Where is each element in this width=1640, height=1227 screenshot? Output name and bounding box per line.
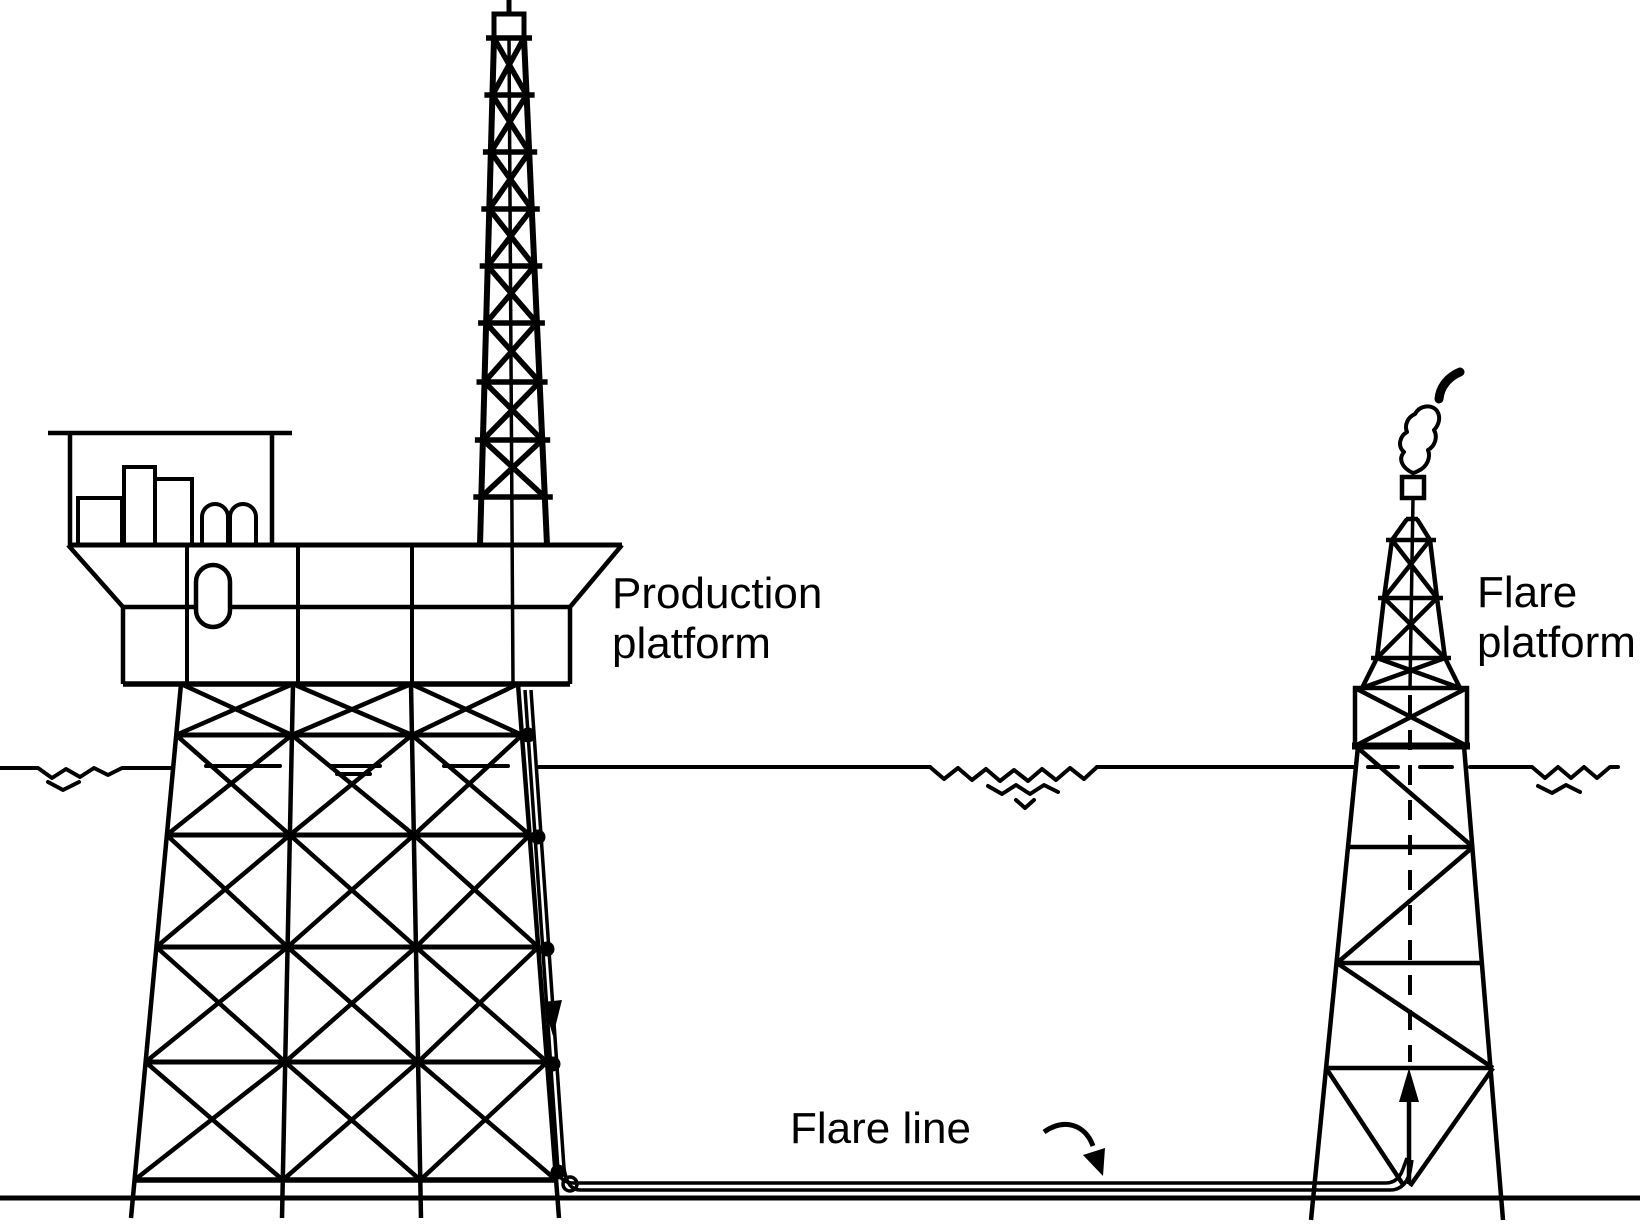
derrick-x-bracing xyxy=(479,36,547,500)
flare-line-label: Flare line xyxy=(790,1104,971,1153)
flare-tower-base xyxy=(1308,745,1506,1221)
dome-tank-2 xyxy=(228,502,258,545)
jacket-leg-4 xyxy=(515,683,562,1219)
flare-base-diag-4 xyxy=(1324,1066,1406,1188)
production-deck xyxy=(66,542,624,687)
flare-line-annotation-arrow xyxy=(1042,1122,1105,1176)
smoke-wisp-icon xyxy=(1434,367,1465,404)
derrick-leg-left xyxy=(477,37,497,546)
production-platform xyxy=(48,0,1414,1219)
deck-slope-right xyxy=(568,543,624,609)
flare-leg-left xyxy=(1308,745,1361,1221)
jacket-leg-3 xyxy=(408,683,424,1219)
flare-platform-label-line1: Flare xyxy=(1477,568,1577,617)
wave-zigzag-middle-lower xyxy=(986,783,1060,796)
curved-arrow-shaft xyxy=(1042,1122,1096,1147)
deck-slope-left xyxy=(66,543,125,609)
derrick xyxy=(473,0,553,685)
curved-arrow-head-icon xyxy=(1083,1148,1105,1176)
wave-zigzag-middle xyxy=(928,765,1099,783)
module-2 xyxy=(122,465,157,547)
flare-platform xyxy=(1308,367,1506,1221)
flare-base-diag-3 xyxy=(1335,961,1495,1070)
flow-arrow-up-icon xyxy=(1399,1068,1419,1102)
riser-clamp-dot xyxy=(530,829,546,845)
riser-clamp-dot xyxy=(520,727,536,743)
flare-leg-right xyxy=(1461,745,1506,1221)
wave-mark-middle-v xyxy=(1014,798,1036,810)
deckhouse xyxy=(48,430,292,547)
flow-arrow-down-icon xyxy=(543,1000,562,1036)
deck-vessel-oval xyxy=(193,562,233,630)
flare-base-diag-5 xyxy=(1408,1066,1495,1188)
well-center-line xyxy=(507,37,515,685)
jacket-x-bracing xyxy=(133,681,558,1182)
jacket xyxy=(128,681,562,1219)
wave-zigzag-right-lower xyxy=(1536,783,1582,795)
flare-platform-label-line2: platform xyxy=(1477,618,1636,667)
flare-tower-riser xyxy=(1399,695,1419,1184)
flame-icon xyxy=(1398,404,1442,475)
wave-mark-left xyxy=(46,780,81,792)
flare-tower-top-x-bracing xyxy=(1361,538,1461,691)
dome-tank-1 xyxy=(200,502,230,545)
jacket-leg-2 xyxy=(279,683,296,1219)
riser-clamp-dot xyxy=(550,1164,566,1180)
derrick-leg-right xyxy=(521,37,550,546)
jacket-leg-1 xyxy=(128,683,184,1219)
riser-clamp-dot xyxy=(539,941,555,957)
flare-base-diag-1 xyxy=(1356,746,1475,849)
waterline-right xyxy=(1468,765,1620,780)
jacket-chords xyxy=(135,732,556,1183)
crown-block xyxy=(491,11,527,41)
production-platform-label-line2: platform xyxy=(612,619,771,668)
module-1 xyxy=(76,496,124,547)
module-3 xyxy=(153,477,194,547)
riser-clamp-dots xyxy=(520,727,566,1180)
flare-tower-top xyxy=(1352,497,1470,750)
production-platform-label-line1: Production xyxy=(612,569,822,618)
riser-clamp-dot xyxy=(545,1056,561,1072)
flare-tip xyxy=(1399,474,1427,501)
waterline-left xyxy=(0,766,175,780)
waterline xyxy=(0,764,1620,810)
flare-base-diag-2 xyxy=(1335,845,1475,965)
flare-tower-box-diag-2 xyxy=(1353,686,1469,748)
